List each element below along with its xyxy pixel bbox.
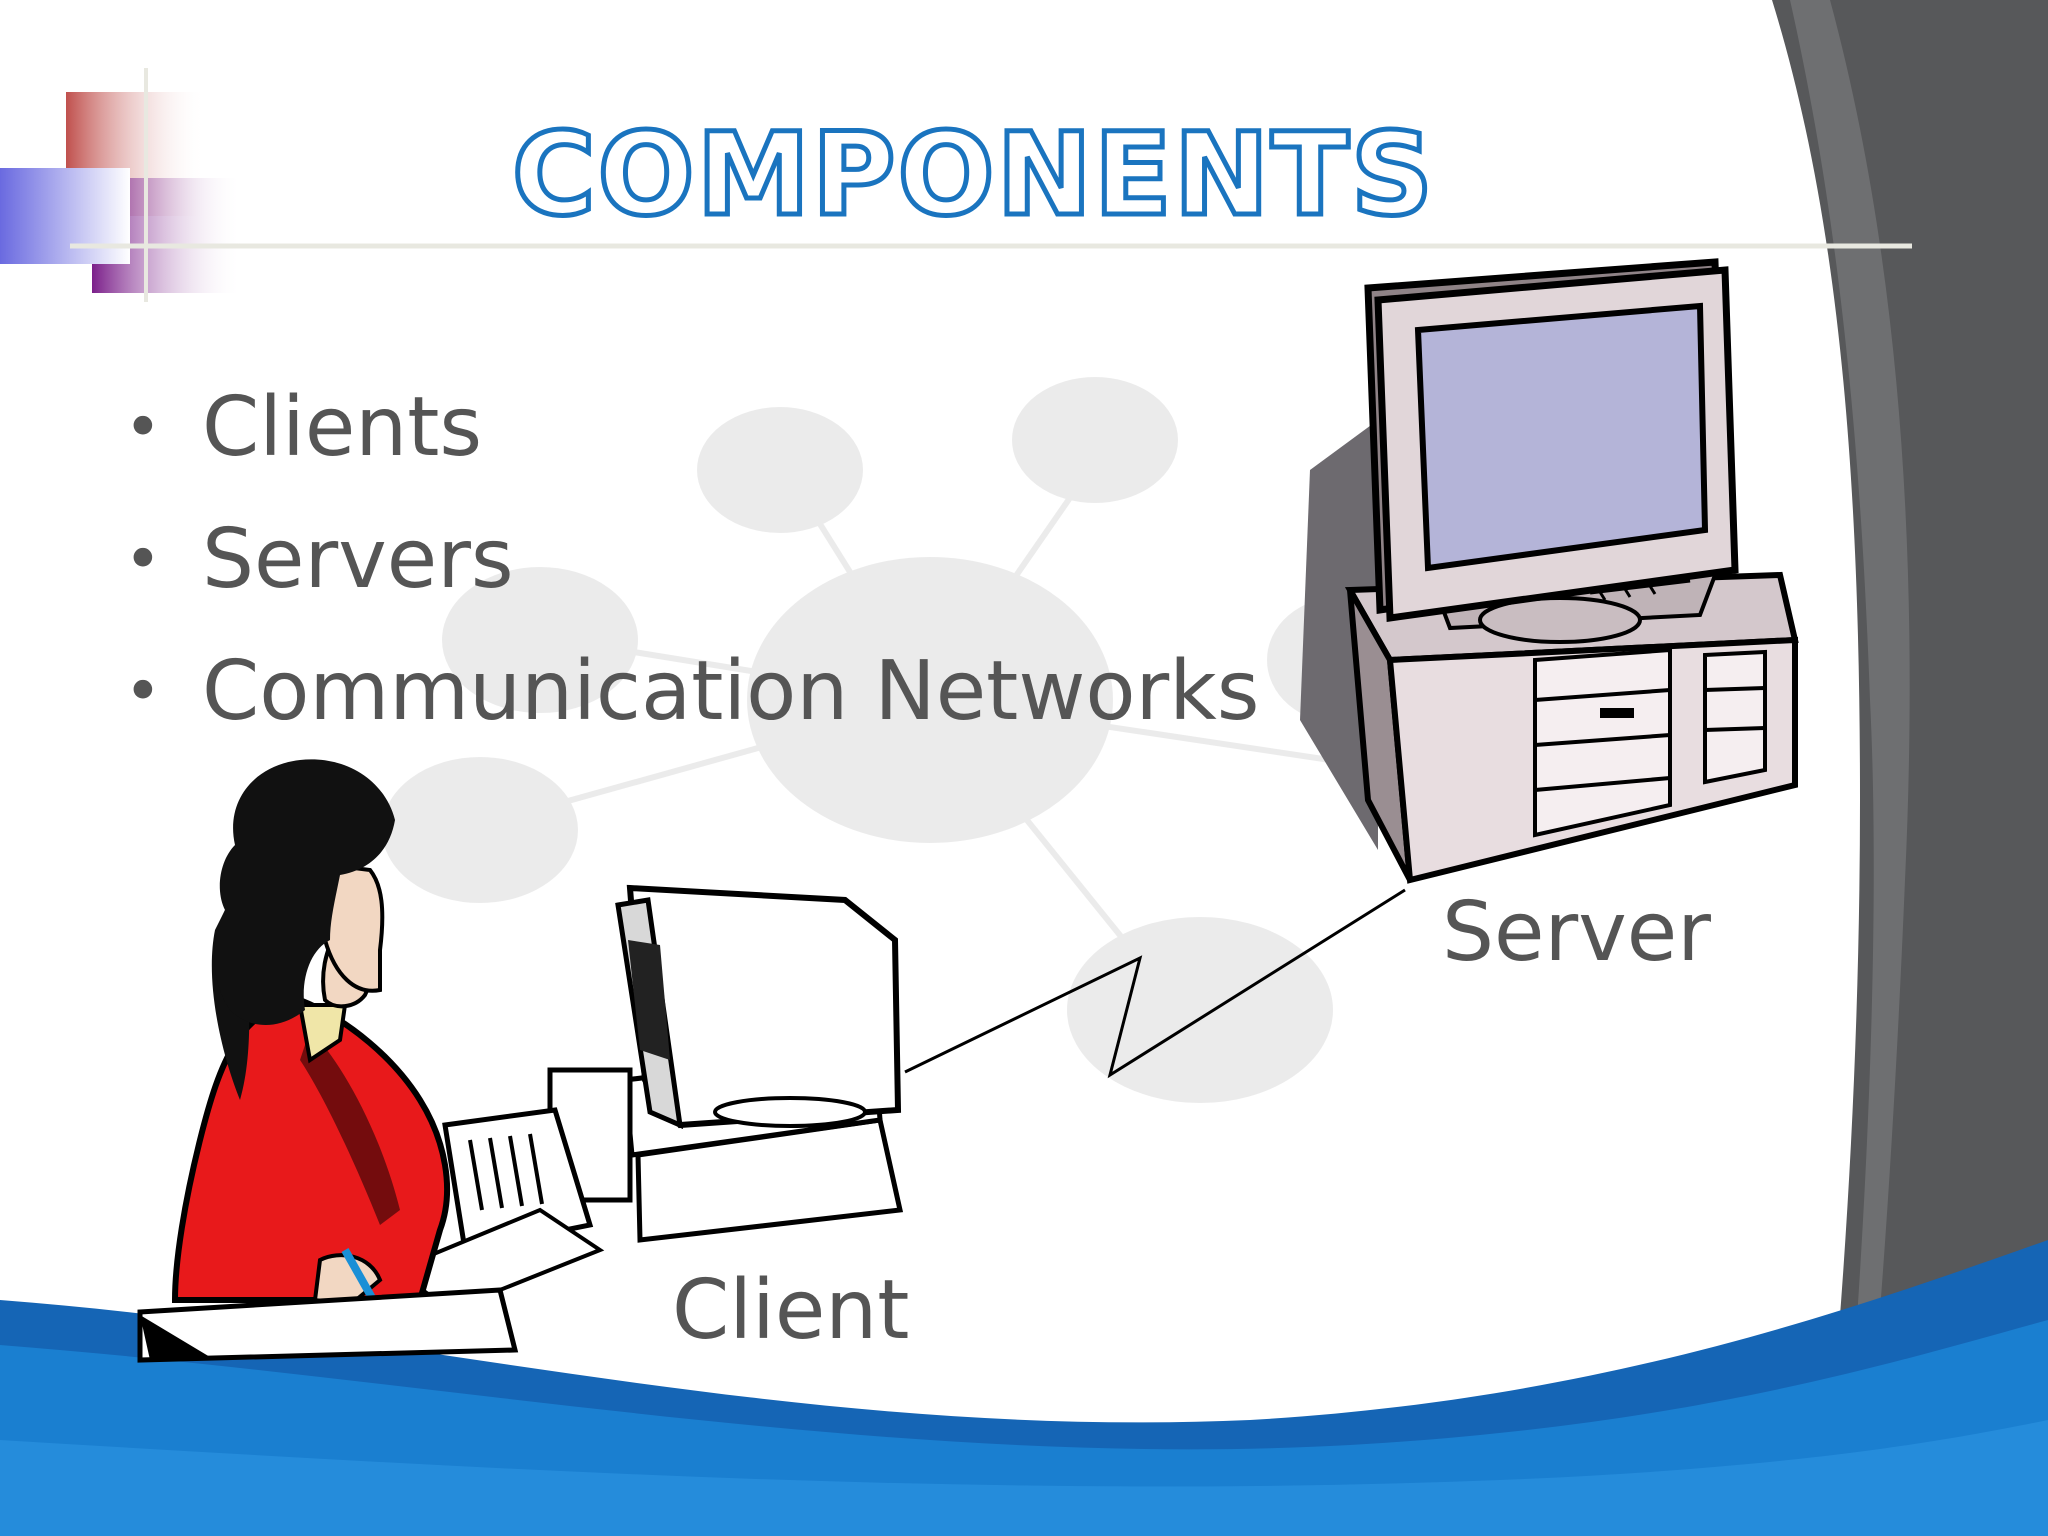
title-ornament: [0, 68, 1912, 302]
server-label: Server: [1442, 885, 1711, 980]
bullet-item: Servers: [124, 494, 1259, 626]
bullet-item: Communication Networks: [124, 626, 1259, 758]
gray-side-band-highlight: [1790, 0, 1910, 1536]
client-label: Client: [672, 1263, 910, 1358]
bullet-list: Clients Servers Communication Networks: [124, 362, 1259, 758]
network-link-line: [904, 888, 1406, 1079]
gray-side-band: [1772, 0, 2048, 1536]
slide-title: COMPONENTS: [510, 108, 1436, 241]
blue-wave-light: [0, 1420, 2048, 1536]
bullet-item: Clients: [124, 362, 1259, 494]
